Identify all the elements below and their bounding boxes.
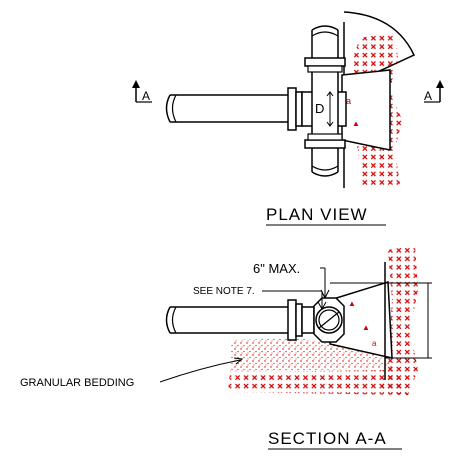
section-marker-right: A bbox=[424, 80, 444, 103]
svg-text:SEE NOTE 7.: SEE NOTE 7. bbox=[193, 286, 255, 297]
section-marker-left: A bbox=[132, 80, 152, 103]
svg-text:A: A bbox=[424, 89, 432, 103]
svg-text:▲: ▲ bbox=[348, 299, 356, 308]
plan-branch-pipe-top bbox=[311, 25, 339, 58]
plan-view-title: PLAN VIEW bbox=[266, 205, 368, 224]
plan-main-pipe bbox=[165, 87, 303, 131]
svg-text:▲: ▲ bbox=[362, 323, 370, 332]
section-title: SECTION A-A bbox=[268, 429, 387, 448]
granular-bedding-callout: GRANULAR BEDDING bbox=[20, 357, 244, 389]
svg-text:GRANULAR BEDDING: GRANULAR BEDDING bbox=[20, 377, 134, 389]
granular-bedding bbox=[230, 338, 395, 372]
section-main-pipe bbox=[165, 299, 315, 341]
svg-text:D: D bbox=[315, 101, 324, 116]
plan-tee-fitting: D bbox=[301, 57, 347, 149]
dimension-lines bbox=[320, 267, 432, 359]
plan-deflection-arc bbox=[343, 11, 416, 81]
section-tee-fitting bbox=[313, 297, 345, 343]
max-dimension-label: 6" MAX. bbox=[253, 261, 300, 276]
section-trench-bottom-hatch bbox=[228, 370, 408, 395]
plan-branch-pipe-bottom bbox=[311, 148, 339, 177]
plan-thrust-block bbox=[341, 69, 391, 151]
svg-text:a: a bbox=[346, 96, 351, 106]
plan-view: a ▲ D bbox=[132, 11, 444, 226]
section-view: ▲ ▲ a bbox=[20, 245, 432, 450]
see-note-callout: SEE NOTE 7. bbox=[193, 286, 327, 311]
svg-text:▲: ▲ bbox=[352, 119, 360, 128]
svg-text:A: A bbox=[142, 89, 150, 103]
svg-text:a: a bbox=[372, 339, 377, 348]
